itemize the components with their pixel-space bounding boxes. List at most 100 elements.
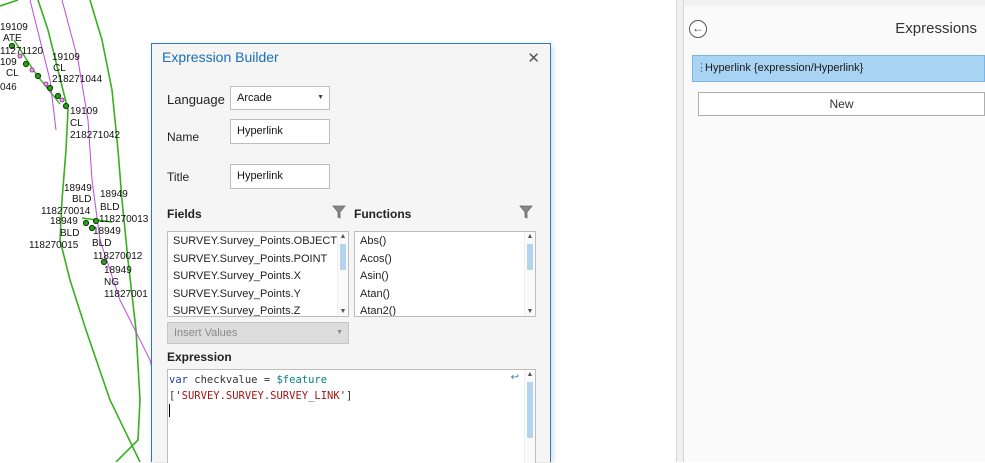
functions-list-rows: Abs() Acos() Asin() Atan() Atan2() xyxy=(355,233,525,317)
map-point-label: 18949 xyxy=(100,189,128,200)
scroll-down-icon[interactable]: ▼ xyxy=(339,308,347,315)
code-bracket-close: '] xyxy=(339,390,353,402)
chevron-down-icon: ▼ xyxy=(317,94,324,101)
scroll-thumb[interactable] xyxy=(340,244,346,270)
list-item[interactable]: SURVEY.Survey_Points.OBJECTID xyxy=(173,235,338,247)
scroll-thumb[interactable] xyxy=(527,244,533,270)
survey-point-highlight xyxy=(17,53,23,59)
name-label: Name xyxy=(167,130,200,144)
insert-values-dropdown[interactable]: Insert Values ▼ xyxy=(167,322,349,344)
pane-header-strip xyxy=(684,0,985,6)
pane-splitter[interactable] xyxy=(676,0,684,462)
drag-handle-icon[interactable]: ⋮ xyxy=(696,62,707,74)
survey-point xyxy=(92,217,100,225)
expression-list-item[interactable]: ⋮ Hyperlink {expression/Hyperlink} xyxy=(692,55,985,82)
map-point-label: NG xyxy=(104,277,119,288)
map-canvas[interactable] xyxy=(0,0,676,462)
survey-point-highlight xyxy=(59,97,65,103)
map-point-label: BLD xyxy=(100,202,120,213)
map-point-label: 118270014 xyxy=(41,206,91,217)
survey-point xyxy=(62,102,70,110)
filter-icon[interactable] xyxy=(519,205,533,219)
expression-list-item-label: Hyperlink {expression/Hyperlink} xyxy=(705,62,864,74)
survey-point xyxy=(34,72,42,80)
boundary-line xyxy=(29,0,57,131)
code-global: $feature xyxy=(276,374,328,386)
functions-list[interactable]: Abs() Acos() Asin() Atan() Atan2() ▲ ▼ xyxy=(354,231,536,317)
scroll-up-icon[interactable]: ▲ xyxy=(339,233,347,240)
map-point-label: 11827001 xyxy=(104,289,148,300)
map-point-label: 118270015 xyxy=(29,240,79,251)
language-select[interactable]: Arcade ▼ xyxy=(230,86,330,110)
fields-list-rows: SURVEY.Survey_Points.OBJECTID SURVEY.Sur… xyxy=(168,233,338,317)
scroll-up-icon[interactable]: ▲ xyxy=(526,233,534,240)
list-item[interactable]: Abs() xyxy=(360,235,387,247)
map-point-label: BLD xyxy=(92,238,112,249)
map-point-label: 11271120 xyxy=(0,46,44,57)
title-label: Title xyxy=(167,170,190,184)
insert-values-label: Insert Values xyxy=(174,327,238,339)
back-arrow-icon[interactable]: ← xyxy=(689,20,707,38)
list-item[interactable]: SURVEY.Survey_Points.Y xyxy=(173,287,301,300)
language-select-value: Arcade xyxy=(237,92,272,104)
language-label: Language xyxy=(167,92,225,107)
scroll-up-icon[interactable]: ▲ xyxy=(526,371,534,378)
map-point-label: BLD xyxy=(60,228,80,239)
map-point-label: CL xyxy=(6,68,19,79)
scroll-thumb[interactable] xyxy=(527,382,533,438)
map-point-label: 18949 xyxy=(64,183,92,194)
map-point-label: ATE xyxy=(3,33,22,44)
pane-title: Expressions xyxy=(895,20,977,37)
new-expression-button[interactable]: New xyxy=(698,92,985,116)
scrollbar[interactable]: ▲ xyxy=(524,370,535,463)
map-point-label: 218271042 xyxy=(70,130,121,141)
name-input[interactable]: Hyperlink xyxy=(230,119,330,144)
map-point-label: CL xyxy=(53,63,66,74)
survey-point xyxy=(88,224,96,232)
survey-point xyxy=(54,92,62,100)
map-point-label: 18949 xyxy=(50,216,78,227)
survey-point-highlight xyxy=(29,67,35,73)
survey-point xyxy=(8,42,16,50)
title-input[interactable]: Hyperlink xyxy=(230,164,330,189)
expression-label: Expression xyxy=(167,350,232,364)
parcel-line xyxy=(89,0,141,462)
parcel-line xyxy=(37,0,141,462)
map-point-label: 19109 xyxy=(70,106,98,117)
boundary-line xyxy=(61,0,166,421)
dialog-title: Expression Builder xyxy=(162,49,279,65)
text-cursor xyxy=(169,404,170,417)
close-icon[interactable]: ✕ xyxy=(527,50,540,67)
code-identifier: checkvalue = xyxy=(187,374,277,386)
fields-label: Fields xyxy=(167,207,202,221)
map-point-label: BLD xyxy=(72,194,92,205)
filter-icon[interactable] xyxy=(332,205,346,219)
map-point-label: 18949 xyxy=(104,265,132,276)
survey-point-highlight xyxy=(43,81,49,87)
map-point-label: 109 xyxy=(0,57,17,68)
scrollbar[interactable]: ▲ ▼ xyxy=(524,232,535,316)
scroll-down-icon[interactable]: ▼ xyxy=(526,308,534,315)
code-bracket-open: [' xyxy=(169,390,182,402)
list-item[interactable]: SURVEY.Survey_Points.POINT xyxy=(173,252,328,265)
fields-list[interactable]: SURVEY.Survey_Points.OBJECTID SURVEY.Sur… xyxy=(167,231,349,317)
list-item[interactable]: Asin() xyxy=(360,270,389,282)
list-item[interactable]: Atan2() xyxy=(360,305,397,317)
expression-editor[interactable]: var checkvalue = $feature ['SURVEY.SURVE… xyxy=(167,369,536,463)
map-point-label: 118270013 xyxy=(99,214,149,225)
list-item[interactable]: SURVEY.Survey_Points.Z xyxy=(173,305,301,317)
expression-code[interactable]: var checkvalue = $feature ['SURVEY.SURVE… xyxy=(169,372,352,404)
scrollbar[interactable]: ▲ ▼ xyxy=(337,232,348,316)
survey-point xyxy=(22,60,30,68)
survey-point xyxy=(82,219,90,227)
functions-label: Functions xyxy=(354,207,412,221)
list-item[interactable]: SURVEY.Survey_Points.X xyxy=(173,270,301,282)
word-wrap-icon[interactable]: ↩ xyxy=(510,372,519,383)
chevron-down-icon: ▼ xyxy=(336,329,343,336)
map-point-label: 218271044 xyxy=(52,74,103,85)
list-item[interactable]: Atan() xyxy=(360,287,390,300)
list-item[interactable]: Acos() xyxy=(360,252,392,265)
map-point-label: 118270012 xyxy=(93,251,143,262)
map-point-label: CL xyxy=(70,118,83,129)
map-point-label: 19109 xyxy=(52,52,80,63)
